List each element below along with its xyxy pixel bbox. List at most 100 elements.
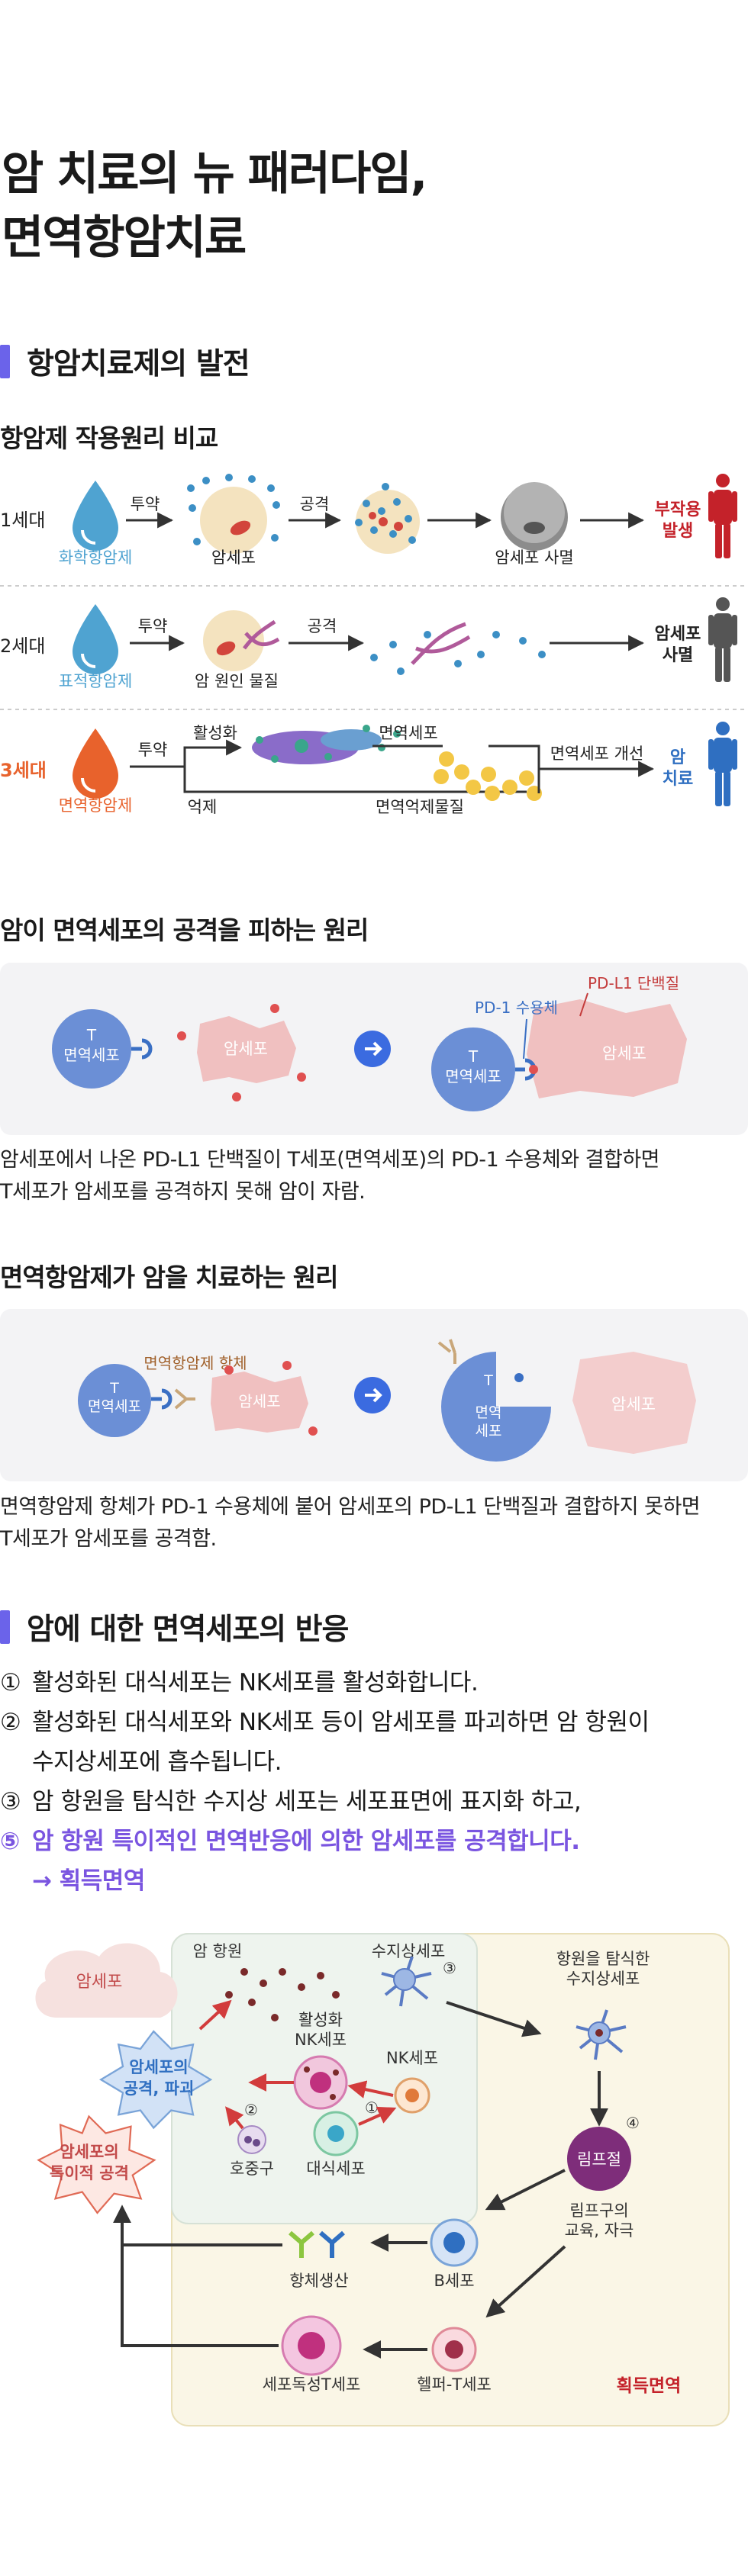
svg-text:암세포의: 암세포의 — [129, 2058, 188, 2076]
cause-substance-icon — [203, 610, 280, 671]
cancer-cell-icon — [187, 474, 280, 554]
attacked-cell-icon — [355, 483, 420, 554]
t-cell-right-icon — [431, 1028, 515, 1111]
t-cell-icon — [52, 1009, 131, 1089]
gen2-arrow2-label: 공격 — [308, 617, 337, 635]
pd1-label: PD-1 수용체 — [475, 999, 558, 1017]
diagram-dendritic-label: 수지상세포 — [372, 1942, 446, 1960]
svg-text:②: ② — [244, 2101, 258, 2119]
section-bar — [0, 345, 10, 378]
treatment-description: 면역항암제 항체가 PD-1 수용체에 붙어 암세포의 PD-L1 단백질과 결… — [0, 1495, 701, 1551]
human-red-icon — [708, 474, 737, 558]
gen3-outcome-line2: 치료 — [663, 770, 693, 789]
antibody-icon — [174, 1388, 195, 1410]
t-cell-attacking-icon — [441, 1352, 551, 1462]
gen2-row: 2세대 표적항암제 투약 암 원인 물질 공격 암세 — [0, 597, 737, 690]
gen1-row: 1세대 화학항암제 투약 암세포 공격 — [0, 474, 737, 567]
gen1-cell-label: 암세포 — [211, 548, 256, 567]
cancer-label-right: 암세포 — [611, 1395, 656, 1413]
gen2-outcome-line1: 암세포 — [655, 625, 701, 644]
specific-attack-burst-icon — [37, 2115, 156, 2214]
evasion-description: 암세포에서 나온 PD-L1 단백질이 T세포(면역세포)의 PD-1 수용체와… — [0, 1148, 660, 1204]
gen2-drug-label: 표적항암제 — [59, 672, 133, 690]
diagram-helper-label: 헬퍼-T세포 — [417, 2375, 492, 2394]
gen1-label: 1세대 — [0, 510, 45, 531]
svg-text:면역: 면역 — [476, 1404, 502, 1421]
human-grey-icon — [708, 597, 737, 682]
treatment-panel: 면역항암제 항체 T 면역세포 암세포 암세포 T 면역 세포 — [0, 1309, 748, 1481]
section-title-development: 항암치료제의 발전 — [0, 340, 250, 383]
page-title: 암 치료의 뉴 패러다임, 면역항암치료 — [2, 142, 427, 270]
diagram-nk-label: NK세포 — [386, 2049, 438, 2067]
gen3-improve-label: 면역세포 개선 — [550, 744, 644, 763]
cancer-cloud-icon — [35, 1943, 178, 2018]
title-line-2: 면역항암치료 — [2, 211, 247, 265]
svg-text:특이적 공격: 특이적 공격 — [50, 2164, 129, 2182]
t-cell-letter: T — [86, 1026, 97, 1044]
immune-response-diagram: 암세포 암세포의 공격, 파괴 암세포의 특이적 공격 암 항원 활성화 NK세… — [35, 1933, 730, 2426]
lymph-node-icon — [567, 2127, 631, 2191]
attack-burst-icon — [99, 2030, 213, 2130]
section-title-response: 암에 대한 면역세포의 반응 — [0, 1606, 349, 1648]
svg-text:T: T — [109, 1380, 119, 1397]
evasion-panel: T 면역세포 암세포 암세포 T 면역세포 PD-L1 단백질 PD-1 수용체 — [0, 963, 748, 1135]
svg-text:수지상세포: 수지상세포 — [566, 1970, 640, 1988]
t-cell-label: 면역세포 — [63, 1046, 120, 1064]
treatment-diagram: 면역항암제 항체 T 면역세포 암세포 암세포 T 면역 세포 — [78, 1339, 696, 1462]
pdl1-label: PD-L1 단백질 — [588, 974, 679, 992]
gen3-branch-bottom: 억제 — [188, 798, 218, 816]
cancer-label: 암세포 — [224, 1040, 268, 1058]
gen3-branch-top: 활성화 — [193, 724, 237, 742]
gen1-arrow1-label: 투약 — [131, 495, 160, 513]
cancer-cell-icon — [197, 1016, 296, 1083]
generation-comparison-diagram: 1세대 화학항암제 투약 암세포 공격 — [0, 474, 748, 816]
cancer-cell-icon — [211, 1372, 308, 1433]
svg-text:③: ③ — [443, 1959, 456, 1977]
chem-drug-icon — [73, 481, 118, 551]
subtitle-compare: 항암제 작용원리 비교 — [0, 423, 218, 453]
svg-text:림프구의: 림프구의 — [569, 2201, 628, 2220]
gen1-result-label: 암세포 사멸 — [495, 548, 573, 567]
subtitle-treatment: 면역항암제가 암을 치료하는 원리 — [0, 1262, 339, 1292]
section-bar — [0, 1610, 10, 1644]
immune-drug-icon — [73, 728, 118, 799]
svg-text:④: ④ — [626, 2114, 640, 2132]
human-blue-icon — [708, 722, 737, 806]
subtitle-evasion: 암이 면역세포의 공격을 피하는 원리 — [0, 915, 369, 945]
dendritic-cell-icon — [381, 1956, 432, 2007]
svg-text:활성화: 활성화 — [298, 2011, 343, 2029]
svg-text:①: ① — [365, 2098, 379, 2117]
gen3-substance-label: 면역억제물질 — [376, 798, 464, 816]
gen3-outcome-line1: 암 — [670, 748, 685, 767]
gen3-label: 3세대 — [0, 760, 47, 781]
gen2-arrow1-label: 투약 — [138, 617, 168, 635]
diagram-macrophage-label: 대식세포 — [306, 2160, 365, 2178]
t-cell-right-label: 면역세포 — [445, 1067, 501, 1085]
antibody-icon-right — [437, 1339, 456, 1364]
gen3-row: 3세대 면역항암제 투약 활성화 억제 면역세포 — [0, 722, 737, 816]
svg-text:면역세포: 면역세포 — [88, 1398, 141, 1415]
list-item: 수지상세포에 흡수됩니다. — [32, 1748, 282, 1776]
acquired-immunity-note: → 획득면역 — [32, 1867, 145, 1895]
diagram-lymph-label: 림프절 — [577, 2150, 621, 2169]
gen1-outcome-line1: 부작용 — [655, 500, 701, 519]
gen2-cell-label: 암 원인 물질 — [195, 672, 279, 690]
diagram-ctl-label: 세포독성T세포 — [263, 2375, 361, 2394]
gen1-drug-label: 화학항암제 — [59, 548, 133, 567]
svg-text:암세포: 암세포 — [238, 1392, 280, 1410]
gen1-outcome-line2: 발생 — [663, 522, 693, 541]
antibody-icon — [289, 2230, 345, 2258]
dna-icon — [370, 622, 546, 675]
diagram-cancer-label: 암세포 — [76, 1973, 123, 1992]
diagram-bcell-label: B세포 — [434, 2272, 474, 2290]
diagram-neutrophil-label: 호중구 — [230, 2160, 274, 2178]
gen1-arrow2-label: 공격 — [300, 495, 330, 513]
svg-text:T: T — [483, 1372, 493, 1389]
diagram-antibody-label: 항체생산 — [289, 2272, 348, 2290]
svg-text:항원을 탐식한: 항원을 탐식한 — [556, 1950, 650, 1968]
